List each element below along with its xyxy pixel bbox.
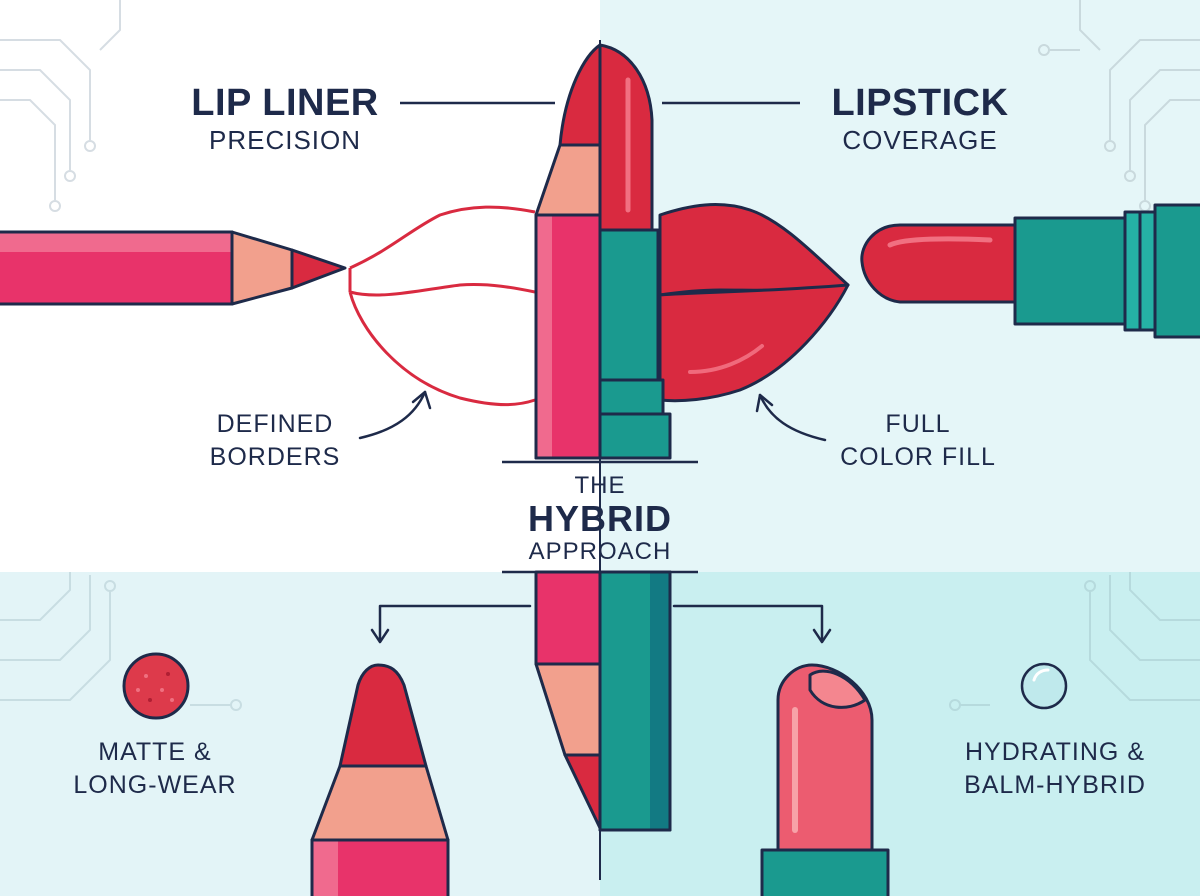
hybrid-frame [502, 460, 698, 574]
hybrid-line-2: HYBRID [527, 498, 672, 539]
caption-line: BALM-HYBRID [964, 770, 1146, 799]
bottom-lipstick [760, 663, 890, 896]
caption-line: MATTE & [98, 738, 212, 766]
callout-arrows [358, 390, 827, 442]
circuit-decoration-bottom-left [0, 572, 242, 711]
matte-caption: MATTE & LONG-WEAR [50, 736, 260, 801]
filled-lips [658, 203, 850, 403]
caption-line: HYDRATING & [965, 738, 1145, 766]
hybrid-approach-label: THE HYBRID APPROACH [490, 472, 710, 566]
hybrid-line-1: THE [574, 472, 626, 499]
lipstick-title: LIPSTICK [831, 82, 1009, 124]
lipstick-subtitle: COVERAGE [842, 124, 998, 155]
lipstick-heading: LIPSTICK COVERAGE [805, 82, 1035, 156]
circuit-decoration-top-right [1038, 0, 1200, 212]
defined-borders-caption: DEFINED BORDERS [180, 408, 370, 473]
circuit-decoration-bottom-right [949, 572, 1200, 711]
central-split-product [534, 43, 672, 832]
split-arrows [370, 604, 832, 644]
circuit-decoration-top-left [0, 0, 121, 212]
lip-liner-pencil-horizontal [0, 230, 347, 306]
caption-line: COLOR FILL [840, 442, 996, 471]
hydrating-bubble-icon [1020, 662, 1068, 710]
full-color-fill-caption: FULL COLOR FILL [818, 408, 1018, 473]
bottom-pencil [310, 663, 450, 896]
caption-line: LONG-WEAR [73, 770, 237, 799]
outline-lips [348, 205, 536, 407]
hybrid-line-3: APPROACH [528, 537, 672, 565]
caption-line: FULL [885, 410, 951, 438]
caption-line: BORDERS [209, 442, 341, 471]
lip-liner-heading: LIP LINER PRECISION [170, 82, 400, 156]
caption-line: DEFINED [216, 410, 334, 438]
matte-swatch-icon [122, 652, 190, 720]
hydrating-caption: HYDRATING & BALM-HYBRID [935, 736, 1175, 801]
lipstick-horizontal [860, 203, 1200, 339]
lip-liner-title: LIP LINER [191, 82, 379, 124]
lip-liner-subtitle: PRECISION [208, 124, 362, 155]
